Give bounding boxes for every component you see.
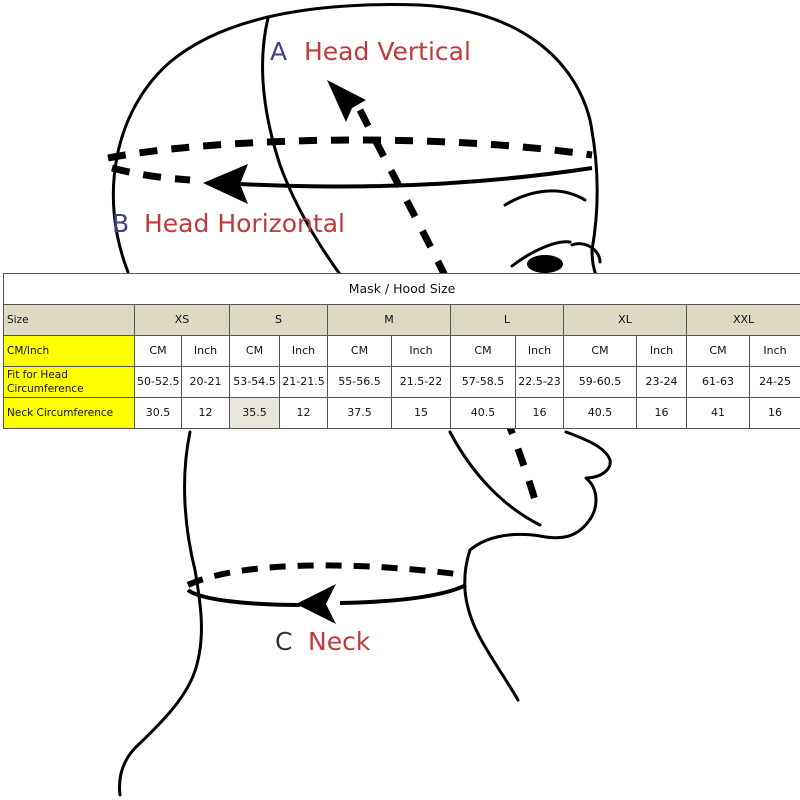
unit-inch: Inch (391, 335, 451, 367)
unit-cm: CM (327, 335, 392, 367)
label-a-letter: A (270, 37, 287, 66)
mask-hood-size-table: Mask / Hood Size Size XS S M L XL XXL CM… (2, 273, 800, 429)
neck-inch-xl: 16 (636, 397, 687, 429)
size-l: L (450, 304, 564, 336)
neck-cm-xs: 30.5 (134, 397, 182, 429)
neck-cm-xl: 40.5 (563, 397, 637, 429)
nose-line (570, 242, 602, 264)
unit-inch: Inch (279, 335, 328, 367)
vertical-seam-line (261, 16, 362, 302)
label-c-text: Neck (308, 627, 371, 656)
eyebrow-line (503, 189, 587, 207)
head-horizontal-arrow-line (239, 166, 593, 189)
neck-back-outline (118, 430, 203, 797)
head-horizontal-dashed-back (111, 164, 191, 184)
head-inch-s: 21-21.5 (279, 366, 328, 398)
neck-cm-s: 35.5 (229, 397, 280, 429)
head-vertical-arrowhead (327, 80, 366, 122)
chin-seam-line (448, 430, 542, 527)
head-cm-s: 53-54.5 (229, 366, 280, 398)
size-label: Size (3, 304, 135, 336)
eye-lid-line (510, 240, 572, 268)
unit-inch: Inch (748, 335, 800, 367)
face-outline (468, 430, 612, 552)
size-xxl: XXL (685, 304, 800, 336)
head-inch-xs: 20-21 (181, 366, 230, 398)
neck-inch-l: 16 (515, 397, 564, 429)
neck-cm-l: 40.5 (450, 397, 516, 429)
neck-cm-xxl: 41 (686, 397, 750, 429)
unit-label: CM/Inch (3, 335, 135, 367)
unit-inch: Inch (636, 335, 687, 367)
head-cm-l: 57-58.5 (450, 366, 516, 398)
head-inch-l: 22.5-23 (515, 366, 564, 398)
unit-cm: CM (450, 335, 516, 367)
neck-front-outline (463, 548, 520, 702)
head-cm-xs: 50-52.5 (134, 366, 182, 398)
table-title: Mask / Hood Size (2, 273, 800, 305)
size-xl: XL (563, 304, 687, 336)
head-circumference-label: Fit for Head Circumference (3, 366, 135, 398)
head-outline (111, 3, 599, 277)
neck-inch-xs: 12 (181, 397, 230, 429)
neck-dashed-line (186, 562, 466, 588)
neck-arrowhead (296, 584, 336, 624)
unit-cm: CM (563, 335, 637, 367)
unit-cm: CM (686, 335, 750, 367)
head-inch-m: 21.5-22 (391, 366, 451, 398)
unit-cm: CM (229, 335, 280, 367)
neck-inch-s: 12 (279, 397, 328, 429)
unit-inch: Inch (515, 335, 564, 367)
head-horizontal-dashed-front (107, 136, 593, 162)
head-horizontal-arrowhead (203, 164, 248, 204)
eye-shape (527, 255, 563, 273)
neck-arrow-line (186, 583, 467, 607)
neck-inch-m: 15 (391, 397, 451, 429)
neck-inch-xxl: 16 (748, 397, 800, 429)
unit-cm: CM (134, 335, 182, 367)
neck-circumference-label: Neck Circumference (3, 397, 135, 429)
label-b-text: Head Horizontal (144, 209, 345, 238)
label-c-letter: C (275, 627, 292, 656)
neck-cm-m: 37.5 (327, 397, 392, 429)
label-a-text: Head Vertical (304, 37, 471, 66)
size-s: S (229, 304, 328, 336)
head-cm-m: 55-56.5 (327, 366, 392, 398)
head-cm-xxl: 61-63 (686, 366, 750, 398)
head-cm-xl: 59-60.5 (563, 366, 637, 398)
head-inch-xl: 23-24 (636, 366, 687, 398)
unit-inch: Inch (181, 335, 230, 367)
head-inch-xxl: 24-25 (748, 366, 800, 398)
size-xs: XS (134, 304, 230, 336)
label-b-letter: B (112, 209, 129, 238)
size-m: M (327, 304, 451, 336)
